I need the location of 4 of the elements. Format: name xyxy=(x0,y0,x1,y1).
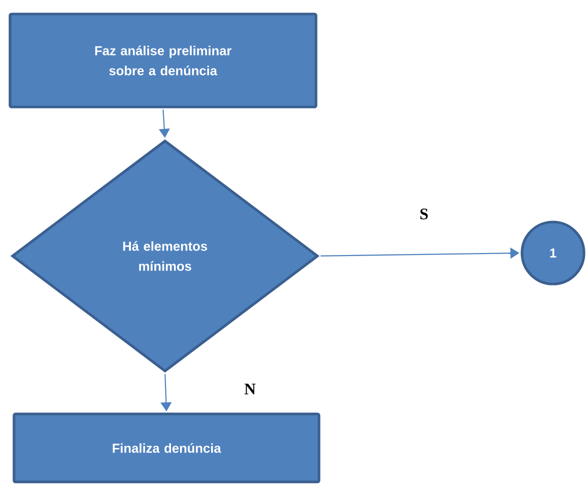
edge-label: N xyxy=(243,382,257,396)
process-box: Faz análise preliminar sobre a denúncia xyxy=(8,12,318,108)
process-box: Finaliza denúncia xyxy=(12,412,320,484)
edge-label: S xyxy=(418,208,430,220)
